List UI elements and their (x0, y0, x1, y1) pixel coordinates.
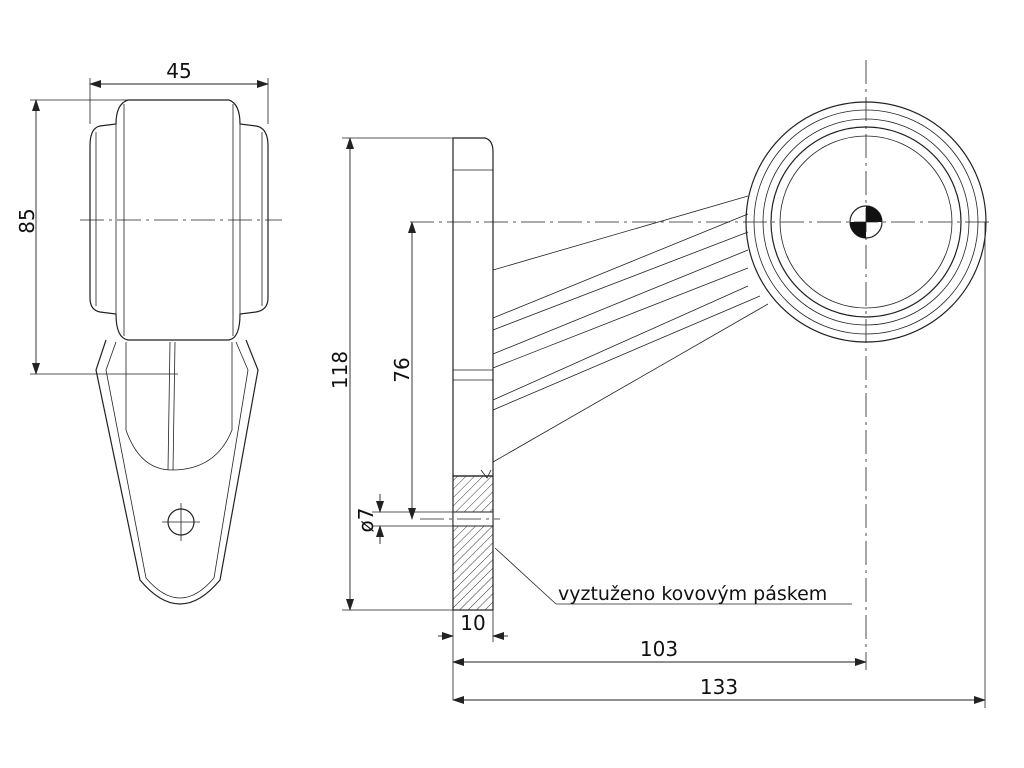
front-view: 45 85 (15, 59, 282, 605)
dim-width-label: 45 (166, 59, 191, 83)
dim-overall-height-label: 118 (328, 351, 352, 389)
dim-base-thickness-label: 10 (460, 611, 485, 635)
side-view: 118 76 ø7 10 103 133 vyztuženo kovovým p… (328, 60, 990, 708)
reinforcement-note: vyztuženo kovovým páskem (558, 583, 827, 605)
dim-center-offset-label: 103 (640, 637, 678, 661)
dim-overall-length-label: 133 (700, 675, 738, 699)
dim-hole-label: ø7 (354, 508, 378, 533)
dim-mount-spacing-label: 76 (390, 357, 414, 382)
dim-height-label: 85 (15, 208, 39, 233)
